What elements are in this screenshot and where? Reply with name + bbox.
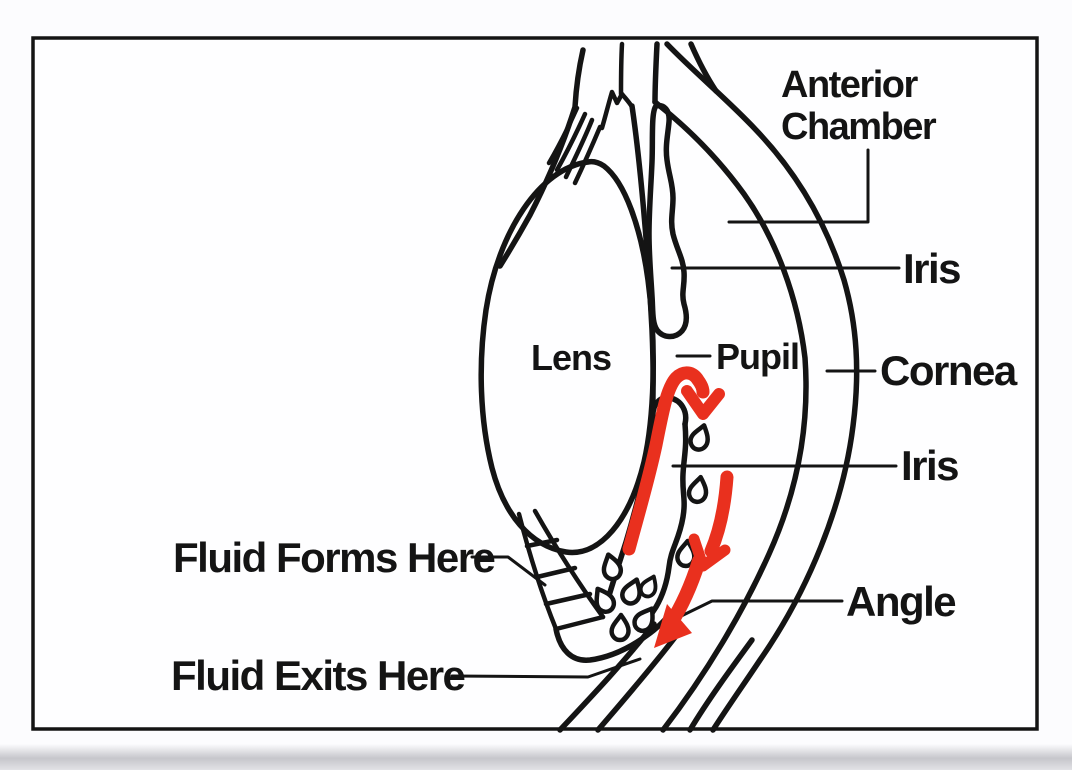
label-cornea: Cornea bbox=[880, 347, 1018, 394]
fluid-flow-arrows bbox=[622, 366, 734, 648]
flow-arrow-angle-head bbox=[654, 604, 692, 648]
lens-outline bbox=[478, 158, 656, 556]
sclera-band-right bbox=[595, 633, 679, 733]
flow-arrow-pupil-head bbox=[681, 385, 725, 420]
ciliary-process-top bbox=[599, 89, 635, 131]
zonule-rail-bottom-left bbox=[516, 511, 559, 632]
flow-arrow-chamber-shaft bbox=[704, 470, 734, 558]
label-lens: Lens bbox=[531, 337, 611, 378]
zonule-rung-1 bbox=[524, 537, 560, 549]
iris-upper-outline bbox=[646, 102, 690, 340]
leader-angle bbox=[669, 599, 844, 623]
leader-lines bbox=[450, 148, 901, 679]
label-fluid-exits: Fluid Exits Here bbox=[171, 652, 465, 699]
leader-fluid-forms bbox=[470, 555, 547, 587]
label-anterior-chamber-line1: Anterior bbox=[781, 64, 919, 106]
label-iris-lower: Iris bbox=[901, 442, 958, 489]
zonule-rung-3 bbox=[543, 591, 593, 607]
diagram-border bbox=[31, 36, 1039, 731]
leader-fluid-exits bbox=[450, 657, 642, 679]
photo-shadow-band bbox=[0, 744, 1072, 770]
sclera-inner-below-angle bbox=[687, 637, 755, 733]
cornea-outer-curve bbox=[664, 41, 860, 733]
label-fluid-forms: Fluid Forms Here bbox=[173, 534, 495, 581]
zonule-fiber-top-3 bbox=[563, 117, 595, 180]
zonule-fiber-top-4 bbox=[572, 124, 603, 186]
iris-root-stem bbox=[652, 41, 660, 105]
label-iris-upper: Iris bbox=[903, 245, 960, 292]
label-angle: Angle bbox=[846, 578, 955, 625]
cornea-inner-curve bbox=[652, 99, 809, 733]
eye-line-art bbox=[478, 41, 860, 733]
iris-lower-right-edge bbox=[635, 421, 689, 631]
zonule-rung-4 bbox=[553, 614, 606, 632]
ciliary-top-stem bbox=[618, 41, 625, 97]
leader-anterior-chamber bbox=[727, 148, 870, 224]
limbus-seam-line bbox=[688, 41, 719, 94]
sclera-rail-upper-left bbox=[497, 47, 586, 269]
zonule-fiber-top-1 bbox=[546, 105, 580, 166]
zonule-rung-2 bbox=[534, 565, 578, 580]
flow-arrow-pupil-shaft bbox=[622, 366, 710, 556]
sclera-band-left bbox=[557, 621, 657, 733]
zonule-fiber-top-2 bbox=[554, 111, 588, 173]
label-pupil: Pupil bbox=[716, 336, 799, 377]
diagram-labels: Anterior Chamber Iris Cornea Pupil Lens … bbox=[171, 64, 1019, 699]
label-anterior-chamber-line2: Chamber bbox=[781, 106, 937, 148]
zonule-rail-bottom-right bbox=[532, 508, 606, 620]
